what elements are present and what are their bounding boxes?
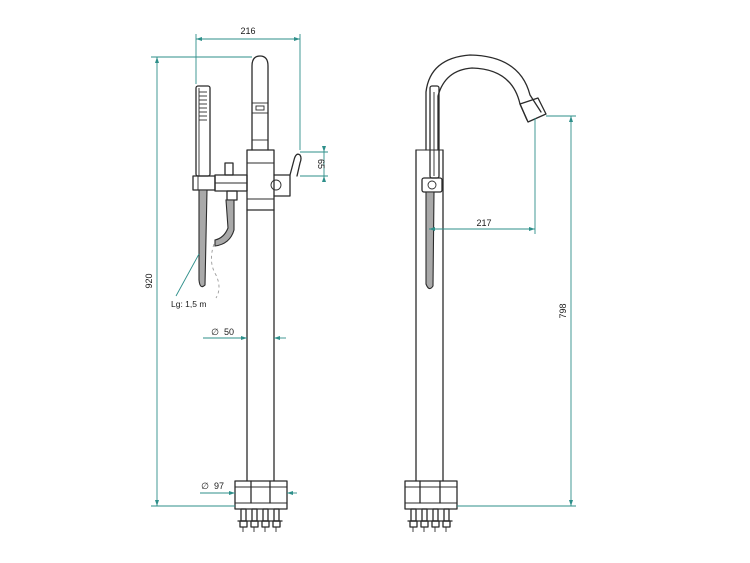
front-base-flange xyxy=(234,480,288,510)
front-view xyxy=(192,55,302,532)
dim-spout-height-label: 798 xyxy=(558,303,568,318)
side-shower-holder xyxy=(421,177,443,193)
dim-base-diameter: ∅ 97 xyxy=(200,481,297,495)
dim-spout-reach: 217 xyxy=(429,118,536,234)
side-supply-connectors xyxy=(407,508,453,532)
front-connection-hose xyxy=(214,199,235,247)
front-supply-connectors xyxy=(237,508,283,532)
dim-hose-length: Lg: 1,5 m xyxy=(171,253,206,309)
dim-total-height-label: 920 xyxy=(144,273,154,288)
dim-spout-reach-label: 217 xyxy=(476,218,491,228)
front-main-pipe xyxy=(246,209,275,482)
dim-base-diameter-symbol: ∅ xyxy=(201,481,209,491)
side-shower-hose xyxy=(425,191,435,290)
side-curved-spout xyxy=(425,54,542,151)
front-hand-shower xyxy=(195,85,211,177)
front-mixer-body xyxy=(246,149,275,211)
front-dimensions: 216 65 920 Lg: 1,5 m xyxy=(144,26,328,507)
dim-base-diameter-label: 97 xyxy=(214,481,224,491)
front-shower-holder xyxy=(192,175,216,191)
dim-pipe-diameter-symbol: ∅ xyxy=(211,327,219,337)
dim-spout-height: 798 xyxy=(457,115,576,507)
front-spout-pipe xyxy=(251,55,269,151)
dim-pipe-diameter-label: 50 xyxy=(224,327,234,337)
dim-hose-length-label: Lg: 1,5 m xyxy=(171,299,206,309)
dim-top-width: 216 xyxy=(195,26,301,150)
front-shower-hose xyxy=(198,189,208,288)
front-lever-handle xyxy=(270,153,302,197)
dim-lever-height-label: 65 xyxy=(316,159,326,169)
front-hose-loop-dashed xyxy=(211,243,220,299)
side-spout-tip xyxy=(519,97,547,123)
dim-total-height: 920 xyxy=(144,56,252,507)
front-diverter xyxy=(214,162,248,201)
dim-pipe-diameter: ∅ 50 xyxy=(203,327,286,340)
dim-lever-height: 65 xyxy=(300,146,328,182)
side-base-flange xyxy=(404,480,458,510)
side-view xyxy=(404,54,547,532)
dim-top-width-label: 216 xyxy=(240,26,255,36)
side-dimensions: 217 798 xyxy=(429,115,576,507)
